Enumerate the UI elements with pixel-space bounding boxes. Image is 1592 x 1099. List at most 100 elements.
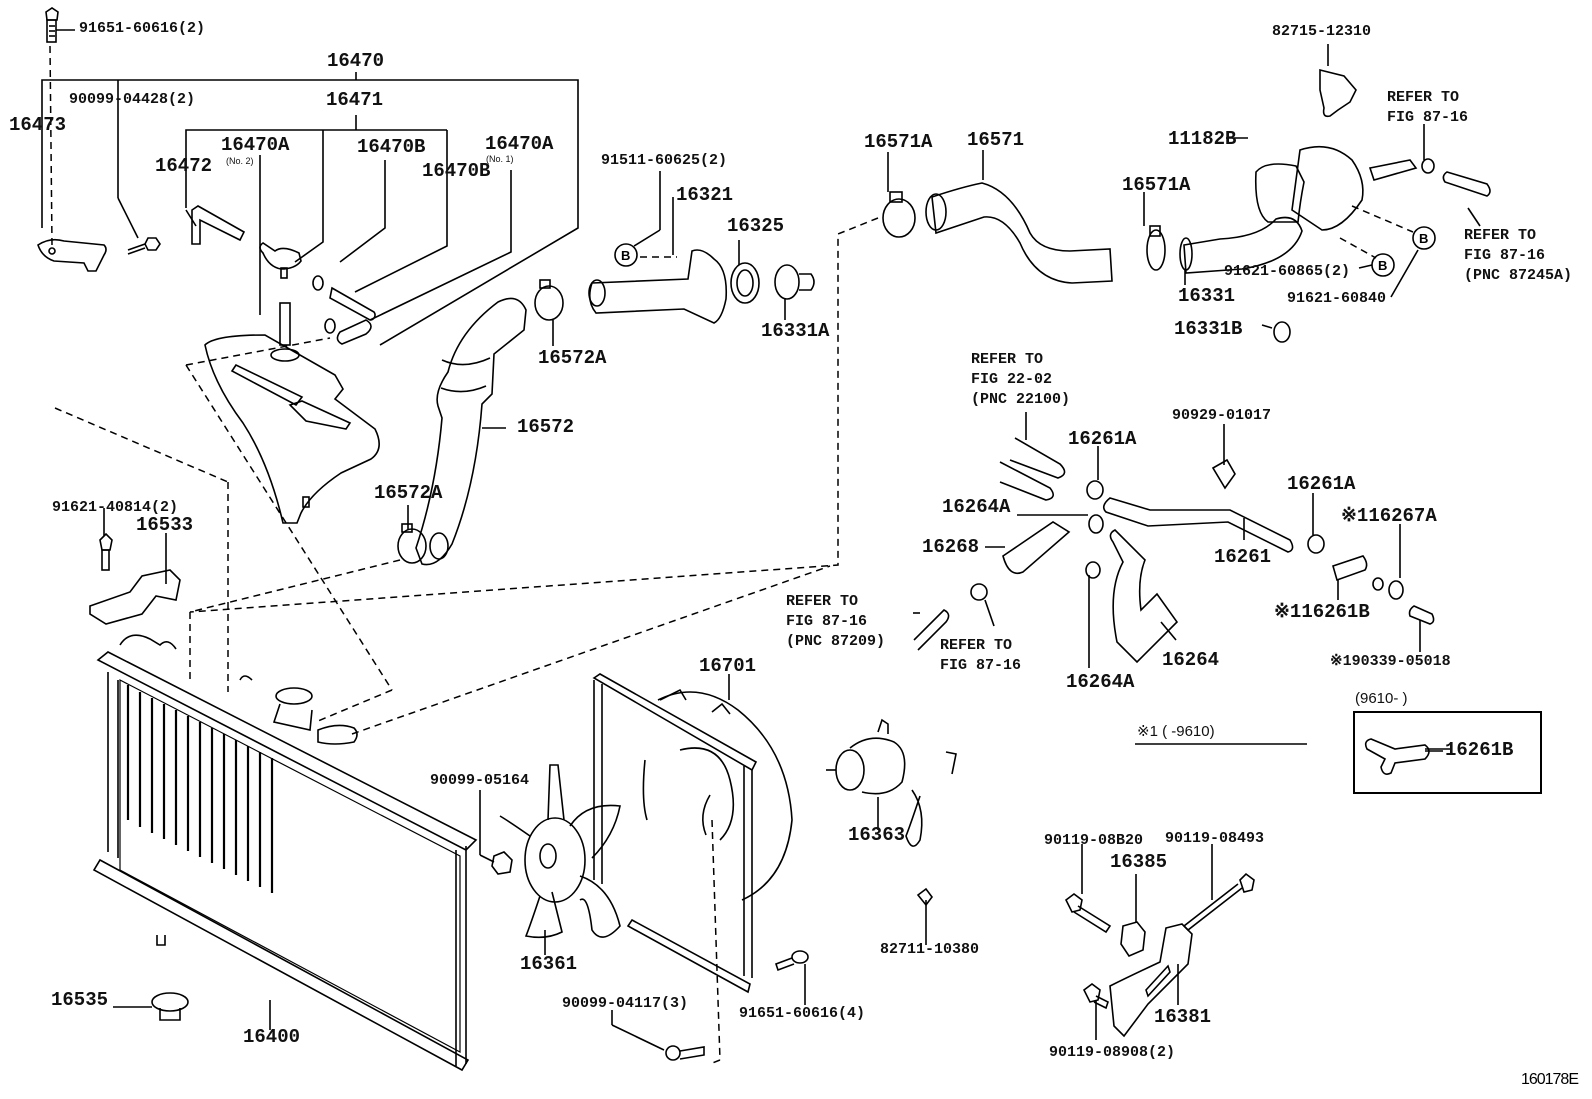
part-16331A-thermostat [774,264,815,300]
label-16261B-inset[interactable]: 16261B [1445,739,1514,761]
inset-title: (9610- ) [1355,690,1408,707]
part-90099-04117-bolt [665,1045,705,1061]
part-90119-08B20-bolt [1064,893,1112,934]
label-16535[interactable]: 16535 [51,989,109,1011]
part-16321-water-outlet [588,249,728,324]
label-16381[interactable]: 16381 [1154,1006,1212,1028]
label-16264[interactable]: 16264 [1162,649,1220,671]
label-16572A-top[interactable]: 16572A [538,347,607,369]
label-91511-60625-2[interactable]: 91511-60625(2) [601,152,728,169]
part-16571A-clamp-right [1146,225,1166,271]
label-82715-12310[interactable]: 82715-12310 [1272,23,1372,40]
label-16321[interactable]: 16321 [676,184,734,206]
part-90339-05018-plug [1408,605,1435,625]
label-16261A-right[interactable]: 16261A [1287,473,1356,495]
label-16264A-bottom[interactable]: 16264A [1066,671,1135,693]
part-16268-pipe [1002,521,1071,575]
bolt-91651-60616-top [45,7,75,43]
label-91621-40814-2[interactable]: 91621-40814(2) [52,499,179,516]
label-16264A-top[interactable]: 16264A [942,496,1011,518]
label-90119-08493[interactable]: 90119-08493 [1165,830,1265,847]
label-refer-fig-87-16-top[interactable]: REFER TO FIG 87-16 [1387,89,1469,126]
part-16325-gasket [730,262,760,304]
label-16331A[interactable]: 16331A [761,320,830,342]
part-16331B-plug [1273,321,1291,343]
label-16472[interactable]: 16472 [155,155,213,177]
label-16363[interactable]: 16363 [848,824,906,846]
label-11182B[interactable]: 11182B [1168,128,1237,150]
part-16470A-cap [259,242,302,346]
part-16400-radiator [92,634,478,1072]
part-90929-01017-clip [1211,458,1236,490]
label-16701[interactable]: 16701 [699,655,757,677]
label-91621-60840[interactable]: 91621-60840 [1287,290,1387,307]
svg-text:B: B [1378,258,1387,273]
inset-union-icon [1364,738,1443,775]
label-90099-04117-3[interactable]: 90099-04117(3) [562,995,689,1012]
label-16470B-1[interactable]: 16470B [357,136,426,158]
part-16470A-hose [329,286,376,345]
part-16261B-union [1332,555,1384,591]
label-16261A-left[interactable]: 16261A [1068,428,1137,450]
label-90119-08908-2[interactable]: 90119-08908(2) [1049,1044,1176,1061]
leader-lines [103,124,1481,1051]
part-16572A-clamp-top [534,279,564,321]
part-16572-hose [415,297,527,566]
inset-box: 16261B [1353,711,1542,794]
label-90339-05018[interactable]: ※190339-05018 [1330,653,1451,670]
refer-hose-87245a [1421,158,1491,197]
label-refer-fig-87-16-pnc-87209[interactable]: REFER TO FIG 87-16 (PNC 87209) [786,593,886,650]
part-16261A-clamps [1085,480,1404,600]
label-refer-fig-87-16-mid[interactable]: REFER TO FIG 87-16 [940,637,1022,674]
label-16325[interactable]: 16325 [727,215,785,237]
label-16261B[interactable]: ※116261B [1274,601,1370,623]
label-no2: (No. 2) [226,156,254,166]
guide-dashed-line [49,45,53,246]
label-16572A-bottom[interactable]: 16572A [374,482,443,504]
part-91651-60616-bolt-bottom [774,950,809,972]
label-16571A-right[interactable]: 16571A [1122,174,1191,196]
label-16533[interactable]: 16533 [136,514,194,536]
label-16331B[interactable]: 16331B [1174,318,1243,340]
label-16267A[interactable]: ※116267A [1341,505,1437,527]
label-82711-10380[interactable]: 82711-10380 [880,941,980,958]
label-91651-60616-4[interactable]: 91651-60616(4) [739,1005,866,1022]
part-16472-hose [191,205,246,245]
label-90099-04428-2[interactable]: 90099-04428(2) [69,91,196,108]
label-16331[interactable]: 16331 [1178,285,1236,307]
bracket-16470 [41,79,579,346]
label-16385[interactable]: 16385 [1110,851,1168,873]
label-16473[interactable]: 16473 [9,114,67,136]
part-16473-bracket [37,238,107,272]
label-90119-08B20[interactable]: 90119-08B20 [1044,832,1144,849]
label-16471[interactable]: 16471 [326,89,384,111]
part-82711-10380-clip [916,887,933,945]
label-refer-fig-87-16-pnc-87245a[interactable]: REFER TO FIG 87-16 (PNC 87245A) [1464,227,1573,284]
part-16361-fan [499,764,621,939]
label-16470B-2[interactable]: 16470B [422,160,491,182]
label-16261[interactable]: 16261 [1214,546,1272,568]
serial-note: ※1 ( -9610) [1137,723,1215,740]
label-refer-fig-22-02[interactable]: REFER TO FIG 22-02 (PNC 22100) [971,351,1071,408]
part-90119-08493-bolt [1182,872,1255,932]
label-16361[interactable]: 16361 [520,953,578,975]
guide-dashed-line [185,364,393,691]
part-90119-08908-bolt [1082,983,1109,1010]
label-90929-01017[interactable]: 90929-01017 [1172,407,1272,424]
label-16400[interactable]: 16400 [243,1026,301,1048]
refer-hose-87209 [913,583,988,651]
svg-text:B: B [621,248,630,263]
label-16470[interactable]: 16470 [327,50,385,72]
label-91621-60865-2[interactable]: 91621-60865(2) [1224,263,1351,280]
label-16571[interactable]: 16571 [967,129,1025,151]
label-16268[interactable]: 16268 [922,536,980,558]
label-16470A-no2[interactable]: 16470A [221,134,290,156]
part-90099-05164-nut [491,851,513,875]
label-91651-60616-2[interactable]: 91651-60616(2) [79,20,206,37]
label-16571A-left[interactable]: 16571A [864,131,933,153]
part-91621-40814-bolt [99,532,113,571]
label-16572[interactable]: 16572 [517,416,575,438]
label-90099-05164[interactable]: 90099-05164 [430,772,530,789]
label-16470A-no1[interactable]: 16470A [485,133,554,155]
